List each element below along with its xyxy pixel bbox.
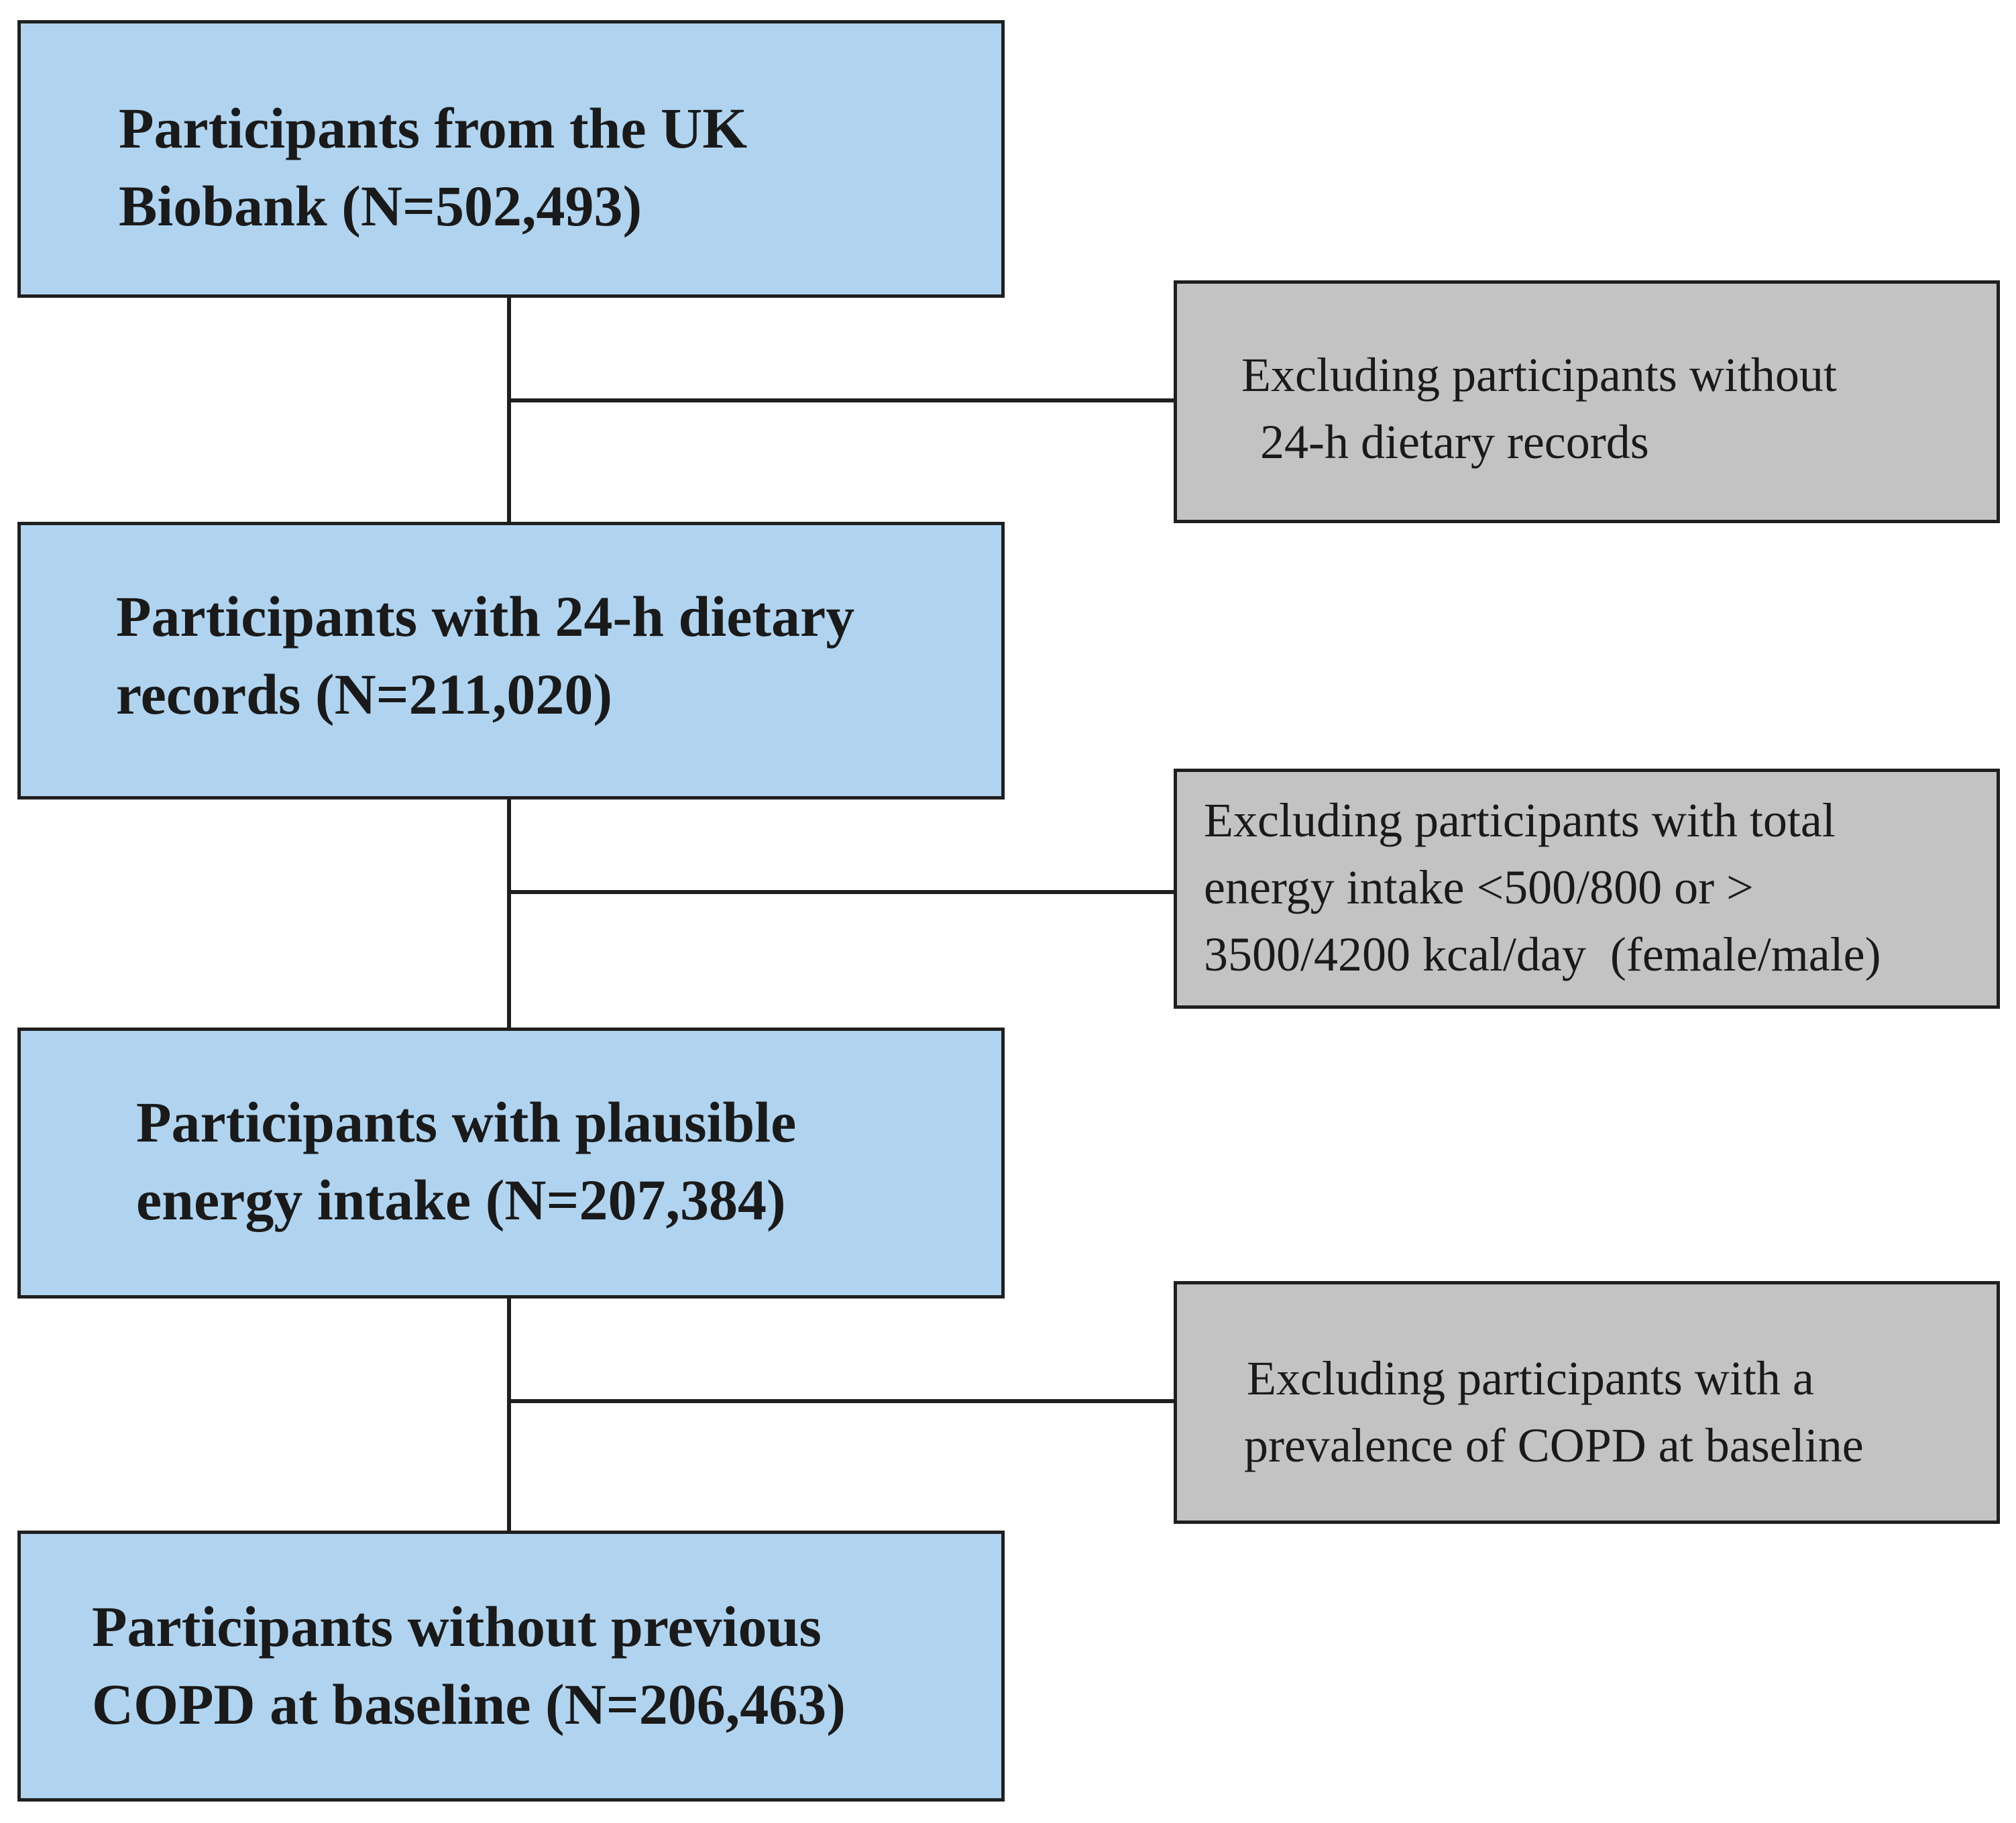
- connector-vertical-3: [507, 1296, 511, 1533]
- main-box-2-line-2: records (N=211,020): [116, 662, 613, 726]
- main-box-1: Participants from the UK Biobank (N=502,…: [17, 20, 1005, 298]
- exclusion-box-1-line-1: Excluding participants without: [1241, 348, 1837, 402]
- connector-vertical-2: [507, 798, 511, 1030]
- exclusion-box-2-line-1: Excluding participants with total: [1204, 793, 1836, 847]
- main-box-4-line-1: Participants without previous: [92, 1594, 822, 1659]
- main-box-1-line-1: Participants from the UK: [119, 96, 748, 160]
- main-box-2-line-1: Participants with 24-h dietary: [116, 584, 855, 649]
- connector-horizontal-1: [509, 398, 1176, 402]
- main-box-1-line-2: Biobank (N=502,493): [119, 174, 642, 238]
- exclusion-box-1-line-2: 24-h dietary records: [1260, 415, 1649, 469]
- exclusion-box-3-line-1: Excluding participants with a: [1247, 1351, 1814, 1405]
- main-box-4-line-2: COPD at baseline (N=206,463): [92, 1672, 846, 1736]
- exclusion-box-2-line-3: 3500/4200 kcal/day (female/male): [1204, 928, 1881, 981]
- main-box-3-line-1: Participants with plausible: [136, 1090, 797, 1154]
- connector-horizontal-2: [509, 890, 1176, 894]
- exclusion-box-2: Excluding participants with total energy…: [1174, 769, 2000, 1009]
- exclusion-box-1: Excluding participants without 24-h diet…: [1174, 280, 2000, 523]
- exclusion-box-2-line-2: energy intake <500/800 or >: [1204, 861, 1754, 914]
- exclusion-box-3: Excluding participants with a prevalence…: [1174, 1281, 2000, 1524]
- exclusion-box-3-line-2: prevalence of COPD at baseline: [1244, 1419, 1864, 1472]
- main-box-4: Participants without previous COPD at ba…: [17, 1531, 1005, 1802]
- main-box-2: Participants with 24-h dietary records (…: [17, 522, 1005, 799]
- connector-horizontal-3: [509, 1399, 1176, 1403]
- main-box-3: Participants with plausible energy intak…: [17, 1028, 1005, 1299]
- connector-vertical-1: [507, 295, 511, 524]
- main-box-3-line-2: energy intake (N=207,384): [136, 1168, 786, 1232]
